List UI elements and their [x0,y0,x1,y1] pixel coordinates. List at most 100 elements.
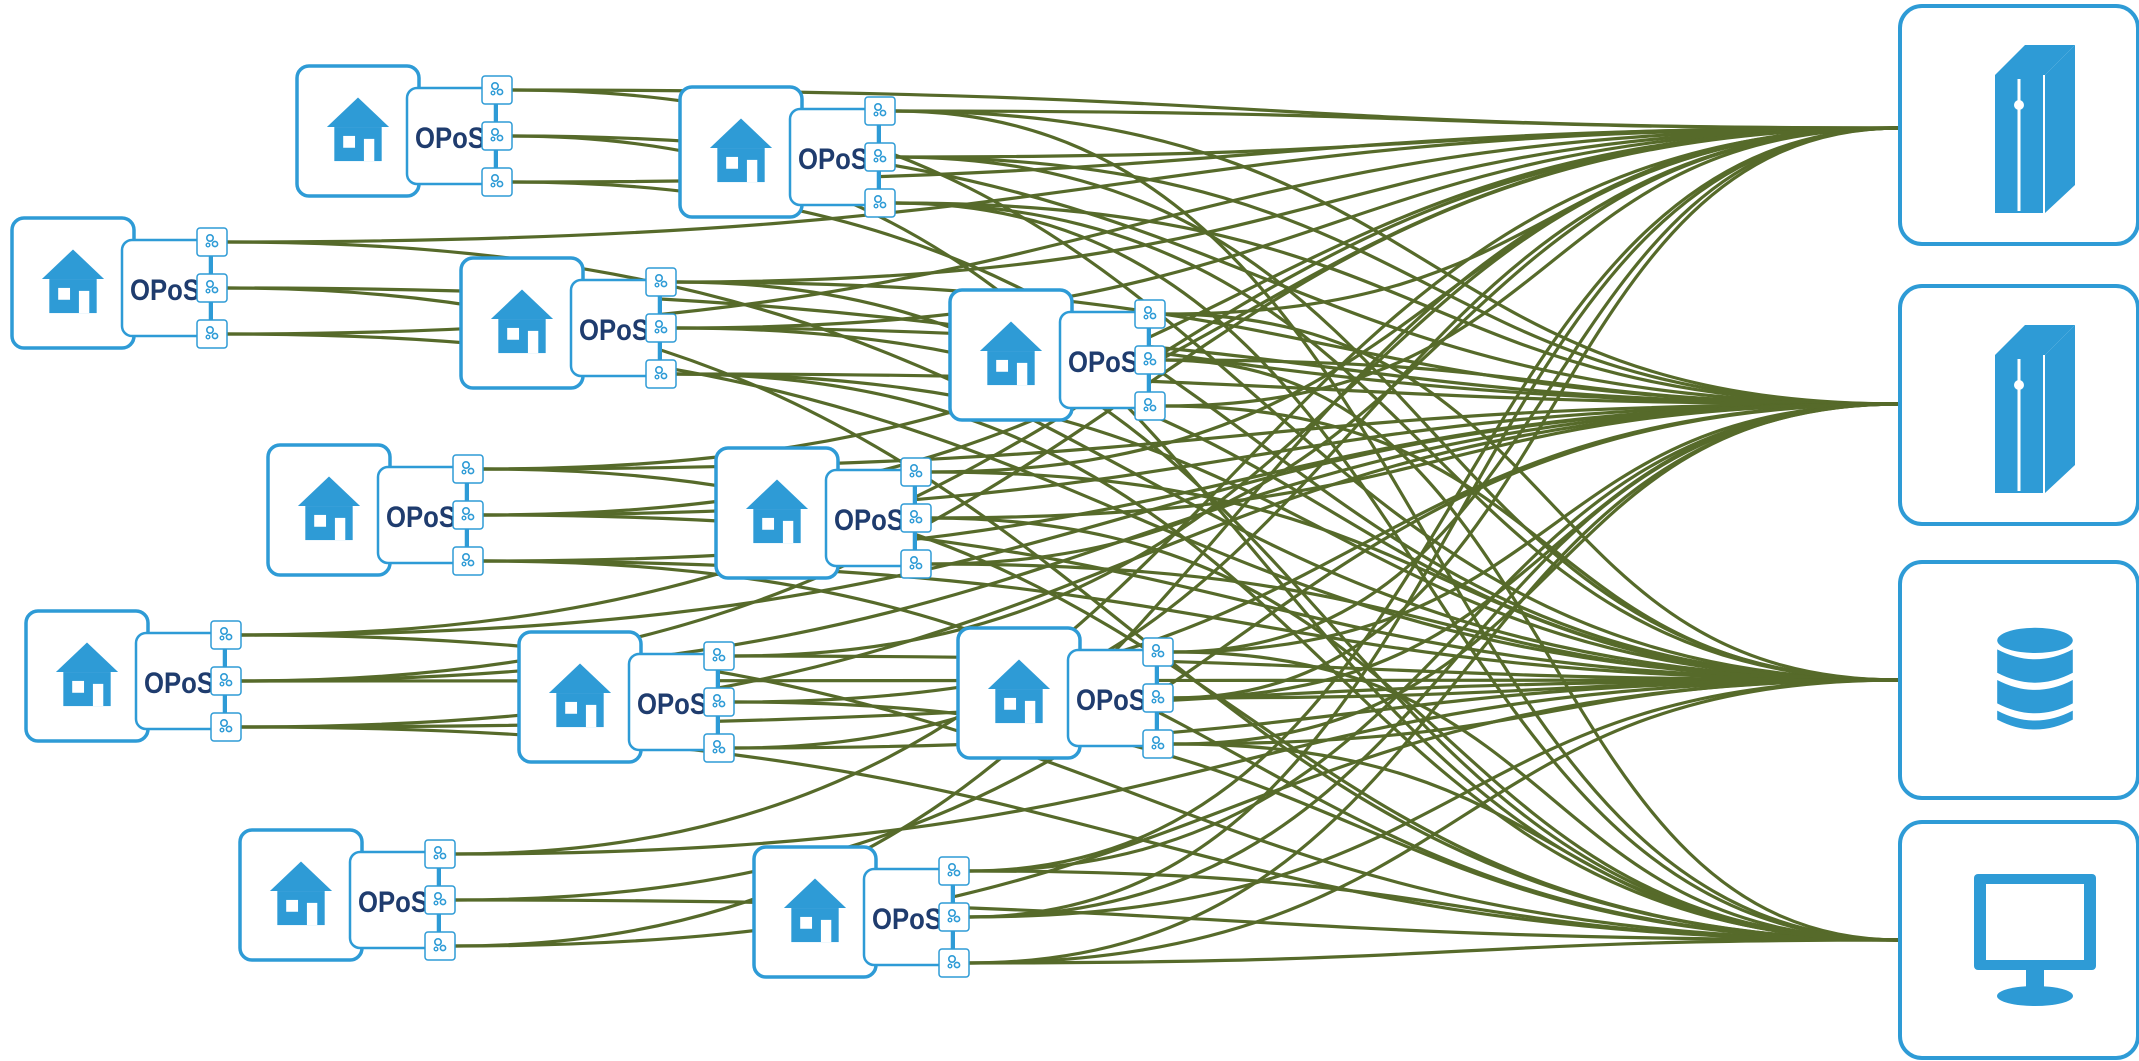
opos-label: OPoS [415,122,485,155]
port [196,227,228,257]
connection-edge [930,562,1901,682]
port [938,902,970,932]
connection-edge [675,326,1901,406]
port-box [424,885,456,915]
port [1134,299,1166,329]
port-box [864,96,896,126]
server-2-node [1898,284,2139,526]
connection-edge [968,402,1901,965]
site-12-node: OPoS [752,845,970,979]
site-5-node: OPoS [948,288,1166,422]
port [1134,345,1166,375]
connection-edge [675,280,1901,942]
port-box [210,666,242,696]
port-box [1134,391,1166,421]
port [452,500,484,530]
port-box [900,549,932,579]
port-box [424,839,456,869]
connection-edge [1172,126,1901,700]
opos-label: OPoS [1076,684,1146,717]
connection-edge [1172,126,1901,654]
site-9-node: OPoS [517,630,735,764]
port [864,96,896,126]
port [703,733,735,763]
port-box [703,641,735,671]
connection-edge [226,126,1901,244]
port [645,267,677,297]
port-box [864,188,896,218]
connection-edge [894,109,1901,406]
port [864,188,896,218]
database-node [1898,560,2139,800]
site-3-node: OPoS [10,216,228,350]
opos-label: OPoS [144,667,214,700]
site-8-node: OPoS [24,609,242,743]
port [1142,683,1174,713]
port [938,856,970,886]
site-4-node: OPoS [459,256,677,390]
site-1-node: OPoS [295,64,513,198]
port-box [703,687,735,717]
port [900,457,932,487]
connection-edge [894,109,1901,942]
port-box [210,712,242,742]
port-box [864,142,896,172]
port-box [645,313,677,343]
connection-edge [1164,358,1901,942]
site-6-node: OPoS [266,443,484,577]
connection-edge [894,201,1901,682]
port [703,687,735,717]
connection-edge [894,155,1901,406]
port-box [210,620,242,650]
site-10-node: OPoS [956,626,1174,760]
port-box [938,948,970,978]
port-box [645,267,677,297]
port [900,503,932,533]
connection-edge [968,402,1901,919]
port [452,546,484,576]
site-11-node: OPoS [238,828,456,962]
port [481,167,513,197]
connection-edge [894,201,1901,406]
port-box [196,273,228,303]
port-box [1142,683,1174,713]
port [481,75,513,105]
port [424,931,456,961]
port [424,885,456,915]
port-box [900,457,932,487]
site-2-node: OPoS [678,85,896,219]
target-nodes [1898,4,2139,1060]
connection-edge [240,402,1901,637]
port [210,666,242,696]
connection-edge [894,109,1901,130]
connection-edge [968,678,1901,919]
port [938,948,970,978]
server-icon [1993,323,2077,495]
port-box [452,454,484,484]
opos-label: OPoS [798,143,868,176]
port-box [424,931,456,961]
connection-edge [1172,742,1901,942]
connection-edge [968,126,1901,919]
connection-edge [1172,650,1901,942]
connection-edge [968,402,1901,873]
connection-edge [454,126,1901,948]
port-box [938,856,970,886]
monitor-node [1898,820,2139,1060]
connection-edge [1164,358,1901,406]
server-icon [1993,43,2077,215]
port-box [452,500,484,530]
connection-edge [968,126,1901,873]
connection-edge [968,938,1901,965]
port [210,620,242,650]
port-box [1142,637,1174,667]
connection-edge [894,201,1901,942]
port [481,121,513,151]
port [900,549,932,579]
connection-edge [968,869,1901,942]
port-box [481,167,513,197]
connection-edge [968,678,1901,965]
server-1-node [1898,4,2139,246]
